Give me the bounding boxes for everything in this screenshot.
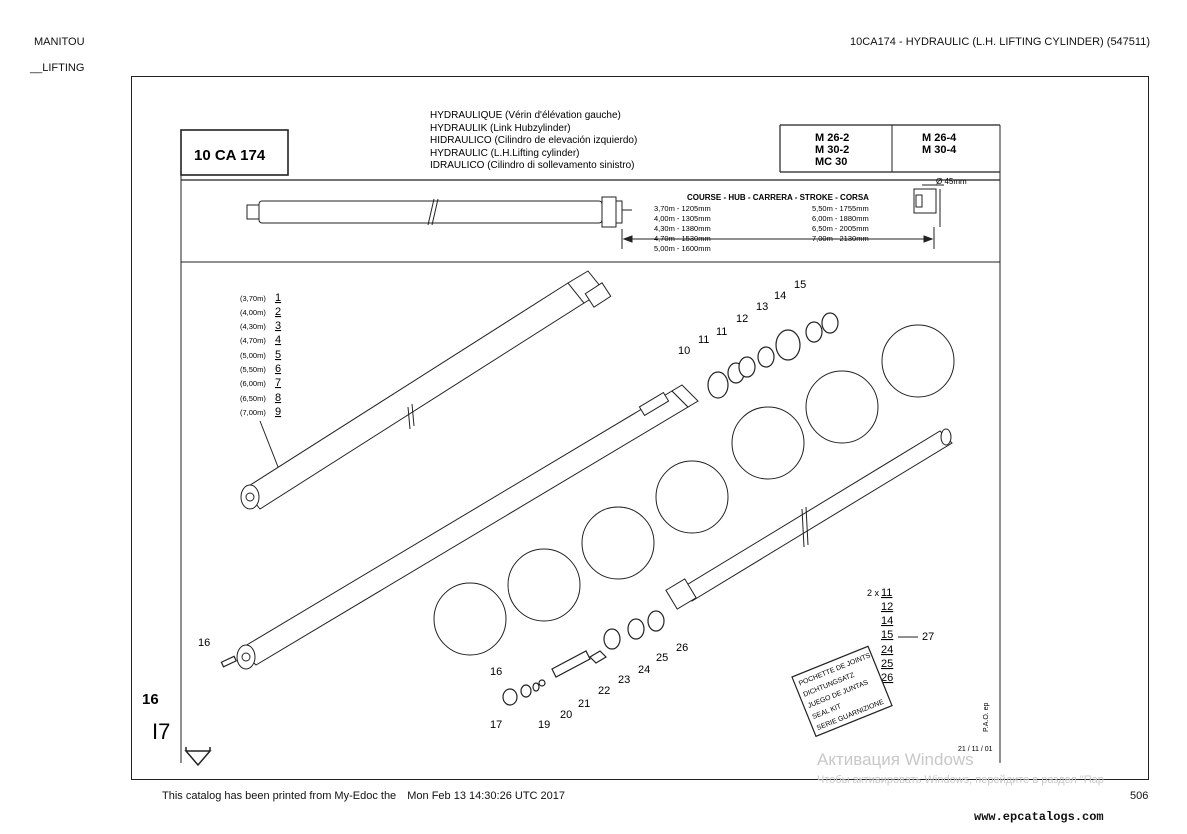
part-callouts: 10 11 11 12 13 14 15 16 16 17 19 20 21 2… xyxy=(198,279,934,731)
site-url[interactable]: www.epcatalogs.com xyxy=(974,810,1104,824)
assembled-cylinder xyxy=(240,270,612,510)
stroke-heading: COURSE - HUB - CARRERA - STROKE - CORSA xyxy=(687,193,869,202)
callout-20: 20 xyxy=(560,709,572,721)
callout-15: 15 xyxy=(794,279,806,291)
kit-item: 25 xyxy=(881,658,893,670)
variant-number: 3 xyxy=(275,320,281,332)
variant-length: (6,00m) xyxy=(240,379,266,388)
sheet-code: 10 CA 174 xyxy=(194,147,266,164)
variant-number: 7 xyxy=(275,377,281,389)
variant-length: (6,50m) xyxy=(240,394,266,403)
print-notice: This catalog has been printed from My-Ed… xyxy=(162,790,565,802)
kit-item: 24 xyxy=(881,644,893,656)
parts-drawing: 10 CA 174 HYDRAULIQUE (Vérin d'élévation… xyxy=(142,110,1001,767)
description-line: HIDRAULICO (Cilindro de elevación izquie… xyxy=(430,135,637,146)
model-left: M 26-2 xyxy=(815,132,849,144)
activation-watermark-text: Чтобы активировать Windows, перейдите в … xyxy=(817,774,1104,786)
kit-multiplier: 2 x xyxy=(867,588,880,598)
overview-cylinder xyxy=(246,184,944,249)
callout-13: 13 xyxy=(756,301,768,313)
stroke-value: 6,50m - 2005mm xyxy=(812,224,869,233)
model-right: M 26-4 xyxy=(922,132,957,144)
variant-length: (4,70m) xyxy=(240,336,266,345)
callout-10: 10 xyxy=(678,345,690,357)
brand-label: MANITOU xyxy=(34,36,85,48)
variant-length: (7,00m) xyxy=(240,408,266,417)
kit-item: 14 xyxy=(881,615,893,627)
drawing-date: 21 / 11 / 01 xyxy=(958,746,993,753)
print-notice-text: This catalog has been printed from My-Ed… xyxy=(162,790,397,802)
section-label: __LIFTING xyxy=(30,62,85,74)
kit-item: 12 xyxy=(881,601,893,613)
leader-line xyxy=(259,420,281,473)
print-date: Mon Feb 13 14:30:26 UTC 2017 xyxy=(407,790,566,802)
page-mark-16: 16 xyxy=(142,691,159,708)
variant-length: (4,30m) xyxy=(240,322,266,331)
barrel-tube xyxy=(236,384,699,670)
callout-19: 19 xyxy=(538,719,550,731)
variant-number: 2 xyxy=(275,306,281,318)
stroke-value: 4,30m - 1380mm xyxy=(654,224,711,233)
variant-number: 6 xyxy=(275,363,281,375)
model-left: M 30-2 xyxy=(815,144,849,156)
drawing-frame: 10 CA 174 HYDRAULIQUE (Vérin d'élévation… xyxy=(131,76,1149,780)
piston-rod xyxy=(665,428,953,610)
callout-26: 26 xyxy=(676,642,688,654)
callout-27: 27 xyxy=(922,631,934,643)
variant-length: (5,00m) xyxy=(240,351,266,360)
stroke-value: 6,00m - 1880mm xyxy=(812,214,869,223)
kit-item: 11 xyxy=(881,587,892,599)
stroke-value: 4,70m - 1530mm xyxy=(654,234,711,243)
detail-circles xyxy=(433,324,955,656)
variant-length: (5,50m) xyxy=(240,365,266,374)
variant-length: (4,00m) xyxy=(240,308,266,317)
callout-24: 24 xyxy=(638,664,650,676)
callout-11: 11 xyxy=(698,334,709,346)
callout-12: 12 xyxy=(736,313,748,325)
variant-number: 5 xyxy=(275,349,281,361)
callout-25: 25 xyxy=(656,652,668,664)
stroke-value: 5,50m - 1755mm xyxy=(812,204,869,213)
page-number: 506 xyxy=(1130,790,1149,802)
variant-number: 9 xyxy=(275,406,281,418)
description-line: HYDRAULIK (Link Hubzylinder) xyxy=(430,123,571,134)
model-right: M 30-4 xyxy=(922,144,957,156)
description-line: IDRAULICO (Cilindro di sollevamento sini… xyxy=(430,160,635,171)
rod-diameter: Ø 45mm xyxy=(936,177,967,186)
callout-23: 23 xyxy=(618,674,630,686)
seal-kit-card: POCHETTE DE JOINTS DICHTUNGSATZ JUEGO DE… xyxy=(791,645,893,738)
variant-number: 1 xyxy=(275,292,281,304)
page-mark-17: I7 xyxy=(152,719,170,744)
activation-watermark-title: Активация Windows xyxy=(817,750,974,769)
kit-item: 26 xyxy=(881,672,893,684)
callout-22: 22 xyxy=(598,685,610,697)
arrow-down-icon xyxy=(184,747,212,767)
variant-number: 8 xyxy=(275,392,281,404)
kit-list: 11 12 14 15 24 25 26 xyxy=(881,587,893,684)
stroke-table: 3,70m - 1205mm 4,00m - 1305mm 4,30m - 13… xyxy=(654,204,869,253)
callout-14: 14 xyxy=(774,290,786,302)
pao-mark: P.A.O. ep xyxy=(983,702,990,732)
callout-21: 21 xyxy=(578,698,590,710)
page-title: 10CA174 - HYDRAULIC (L.H. LIFTING CYLIND… xyxy=(850,36,1150,48)
callout-17: 17 xyxy=(490,719,502,731)
model-left: MC 30 xyxy=(815,156,847,168)
stroke-value: 5,00m - 1600mm xyxy=(654,244,711,253)
title-block xyxy=(180,124,1001,763)
description-line: HYDRAULIQUE (Vérin d'élévation gauche) xyxy=(430,110,621,121)
kit-item: 15 xyxy=(881,629,893,641)
stroke-value: 4,00m - 1305mm xyxy=(654,214,711,223)
description-line: HYDRAULIC (L.H.Lifting cylinder) xyxy=(430,148,580,159)
callout-11: 11 xyxy=(716,326,727,338)
stroke-value: 7,00m - 2130mm xyxy=(812,234,869,243)
callout-16: 16 xyxy=(490,666,502,678)
variant-length: (3,70m) xyxy=(240,294,266,303)
seal-parts xyxy=(220,312,839,706)
variant-list: (3,70m) 1 (4,00m) 2 (4,30m) 3 (4,70m) 4 … xyxy=(240,292,281,418)
variant-number: 4 xyxy=(275,334,281,346)
stroke-value: 3,70m - 1205mm xyxy=(654,204,711,213)
callout-16: 16 xyxy=(198,637,210,649)
